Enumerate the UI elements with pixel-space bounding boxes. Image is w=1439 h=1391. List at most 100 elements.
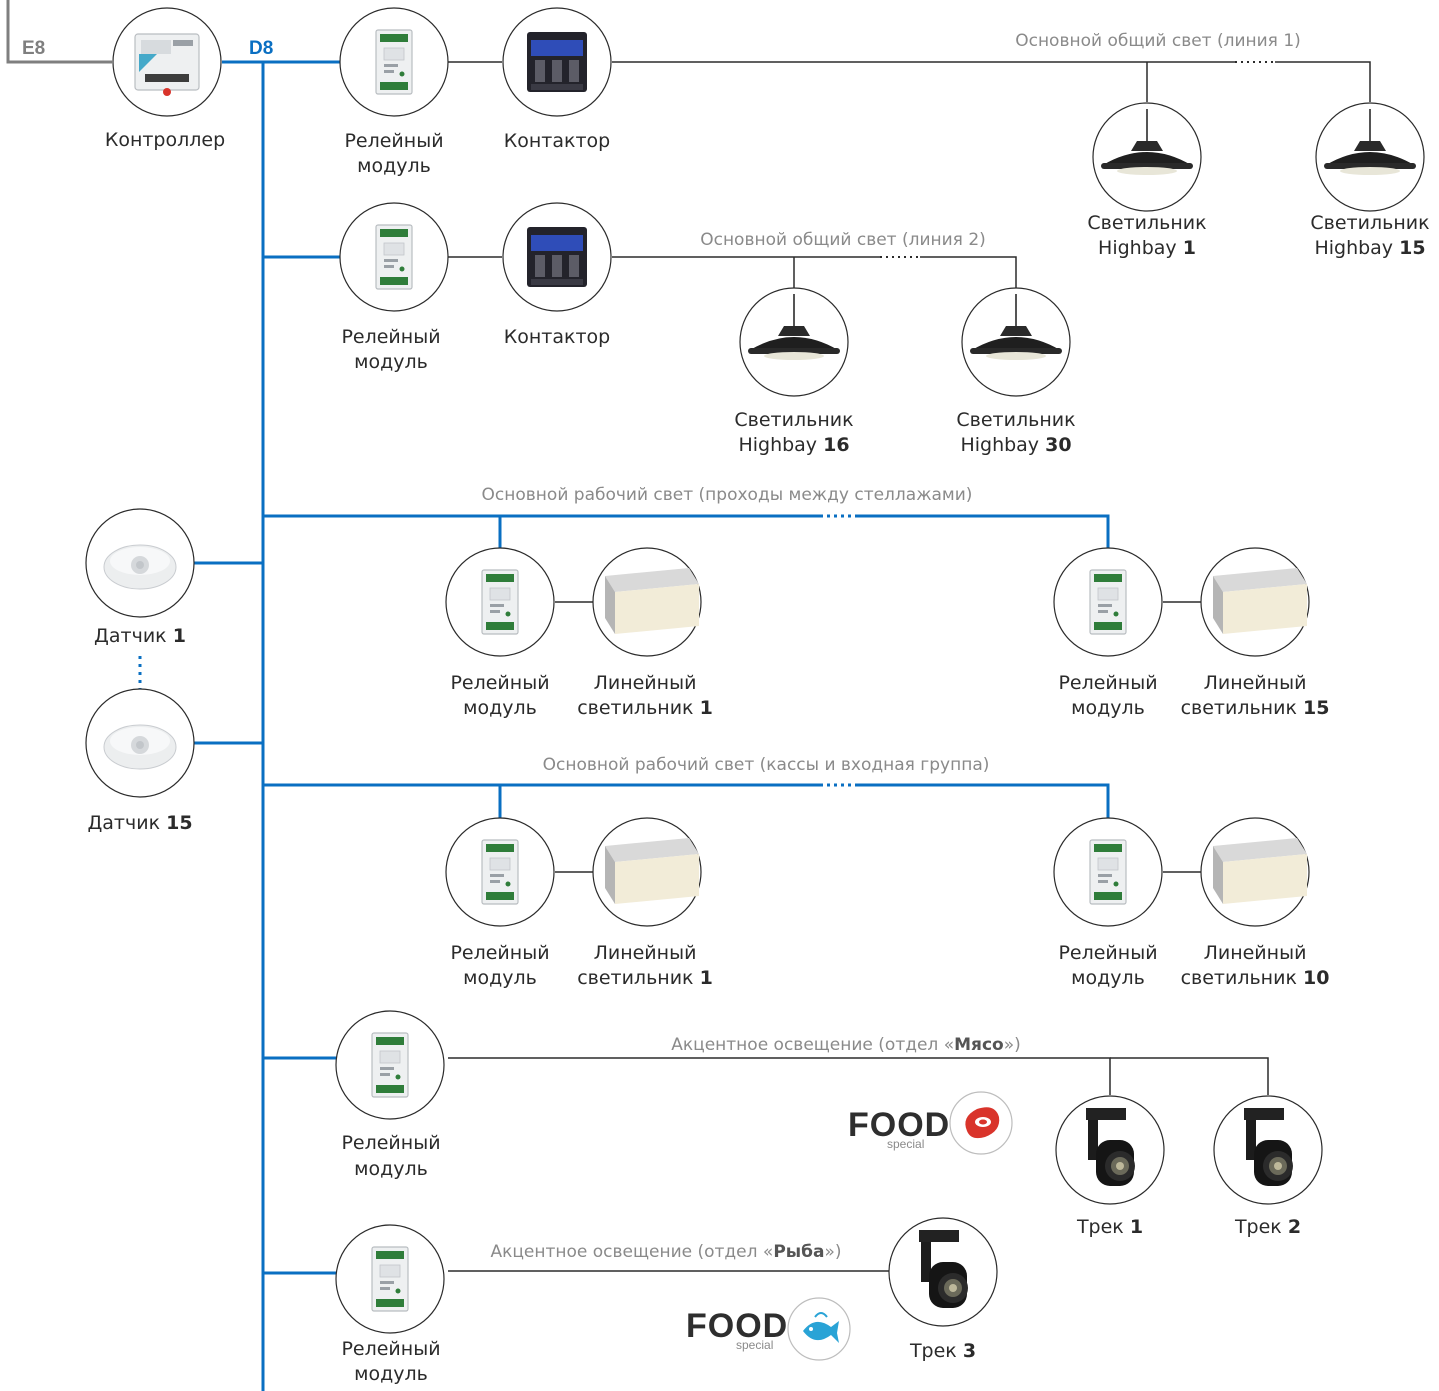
motion-sensor-icon (103, 544, 177, 590)
sensor-label: Датчик 1 (94, 625, 186, 647)
relay-module-5 (445, 817, 555, 927)
svg-text:special: special (736, 1338, 773, 1352)
section-accent-fish: Акцентное освещение (отдел «Рыба») (490, 1242, 841, 1262)
relay-label: модуль (1071, 967, 1145, 989)
contactor-label: Контактор (504, 130, 610, 152)
section-work-2: Основной рабочий свет (кассы и входная г… (543, 755, 990, 775)
linear-label: Линейный (1204, 672, 1307, 694)
lamp-label: Светильник (956, 409, 1075, 431)
relay-module-icon (375, 224, 413, 290)
linear-lamp-a1 (592, 547, 702, 657)
section-main-1: Основной общий свет (линия 1) (1015, 31, 1301, 51)
relay-module-2 (339, 202, 449, 312)
relay-module-icon (481, 839, 519, 905)
relay-label: модуль (354, 351, 428, 373)
e8-bus-wire (6, 0, 112, 64)
relay-module-3 (445, 547, 555, 657)
relay-module-icon (371, 1246, 409, 1312)
contactor-label: Контактор (504, 326, 610, 348)
relay-label: Релейный (1058, 942, 1157, 964)
relay-module-icon (481, 569, 519, 635)
relay-label: Релейный (341, 1132, 440, 1154)
track-label: Трек 1 (1076, 1216, 1143, 1238)
e8-label: E8 (22, 38, 45, 59)
highbay-label: Highbay 30 (960, 434, 1071, 456)
svg-text:special: special (887, 1137, 924, 1151)
relay-label: Релейный (450, 942, 549, 964)
relay-label: модуль (463, 967, 537, 989)
relay-module-icon (371, 1032, 409, 1098)
relay-label: Релейный (450, 672, 549, 694)
linear-label: Линейный (594, 942, 697, 964)
controller-label: Контроллер (105, 129, 225, 151)
lamp-label: Светильник (1087, 212, 1206, 234)
relay-module-4 (1053, 547, 1163, 657)
lamp-label: Светильник (1310, 212, 1429, 234)
controller-icon (134, 33, 200, 97)
linear-lamp-b1 (592, 817, 702, 927)
relay-module-icon (1089, 569, 1127, 635)
relay-label: модуль (354, 1363, 428, 1385)
linear-lamp-a15 (1200, 547, 1310, 657)
track-label: Трек 2 (1234, 1216, 1301, 1238)
svg-text:FOOD: FOOD (686, 1307, 788, 1345)
highbay-16 (739, 287, 849, 397)
section-accent-meat: Акцентное освещение (отдел «Мясо») (671, 1035, 1021, 1055)
contactor-icon (527, 32, 587, 92)
fish-icon (803, 1312, 839, 1343)
relay-module-7 (335, 1010, 445, 1120)
sensor-15 (85, 688, 195, 798)
linear-label: светильник 15 (1181, 697, 1330, 719)
linear-lamp-icon (605, 568, 699, 634)
relay-label: Релейный (344, 130, 443, 152)
sensor-label: Датчик 15 (87, 812, 192, 834)
motion-sensor-icon (103, 724, 177, 770)
relay-module-icon (375, 29, 413, 95)
linear-label: светильник 1 (577, 967, 713, 989)
relay-label: модуль (463, 697, 537, 719)
relay-label: Релейный (1058, 672, 1157, 694)
highbay-15 (1315, 102, 1425, 212)
relay-label: Релейный (341, 326, 440, 348)
contactor-icon (527, 227, 587, 287)
relay-module-1 (339, 7, 449, 117)
linear-label: светильник 1 (577, 697, 713, 719)
highbay-label: Highbay 15 (1314, 237, 1425, 259)
highbay-30 (961, 287, 1071, 397)
section-work-1: Основной рабочий свет (проходы между сте… (482, 485, 973, 505)
relay-label: модуль (357, 155, 431, 177)
controller-node (112, 7, 222, 117)
highbay-label: Highbay 1 (1098, 237, 1196, 259)
track-1 (1055, 1095, 1165, 1205)
linear-lamp-icon (1213, 838, 1307, 904)
linear-label: светильник 10 (1181, 967, 1330, 989)
wiring (6, 0, 1371, 1391)
relay-module-6 (1053, 817, 1163, 927)
relay-label: модуль (1071, 697, 1145, 719)
svg-text:FOOD: FOOD (848, 1106, 950, 1144)
meat-icon (965, 1107, 1000, 1139)
track-3 (888, 1217, 998, 1327)
d8-label: D8 (249, 38, 273, 59)
relay-label: Релейный (341, 1338, 440, 1360)
linear-lamp-b10 (1200, 817, 1310, 927)
relay-module-icon (1089, 839, 1127, 905)
relay-label: модуль (354, 1158, 428, 1180)
food-badge-fish: FOOD special (686, 1297, 851, 1361)
linear-label: Линейный (1204, 942, 1307, 964)
track-2 (1213, 1095, 1323, 1205)
lamp-label: Светильник (734, 409, 853, 431)
linear-label: Линейный (594, 672, 697, 694)
highbay-label: Highbay 16 (738, 434, 849, 456)
sensor-1 (85, 508, 195, 618)
relay-module-8 (335, 1224, 445, 1334)
track-label: Трек 3 (909, 1340, 976, 1362)
contactor-1 (502, 7, 612, 117)
highbay-1 (1092, 102, 1202, 212)
contactor-2 (502, 202, 612, 312)
section-main-2: Основной общий свет (линия 2) (700, 230, 986, 250)
linear-lamp-icon (1213, 568, 1307, 634)
linear-lamp-icon (605, 838, 699, 904)
food-badge-meat: FOOD special (848, 1091, 1013, 1155)
